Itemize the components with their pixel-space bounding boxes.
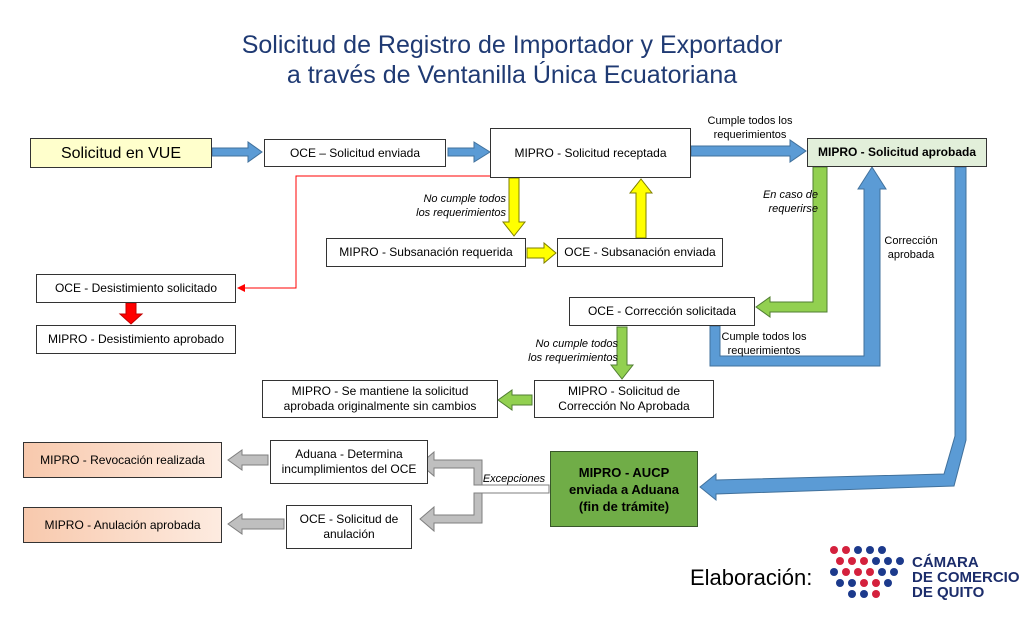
node-mipro-revocacion-realizada: MIPRO - Revocación realizada <box>23 442 222 478</box>
node-oce-desistimiento-solicitado: OCE - Desistimiento solicitado <box>36 274 236 303</box>
arrow-correccion-to-no-aprobada <box>609 326 635 380</box>
node-mipro-subsanacion-requerida: MIPRO - Subsanación requerida <box>326 238 526 267</box>
arrow-subsanacion-to-enviada <box>526 241 557 265</box>
label-cumple2-line1: Cumple todos los <box>721 331 807 343</box>
label-no-cumple-2: No cumple todos los requerimientos <box>512 337 618 365</box>
label-cumple-requerimientos-1: Cumple todos los requerimientos <box>700 114 800 142</box>
label-no-cumple2-line1: No cumple todos <box>535 338 618 350</box>
arrow-aucp-to-split <box>419 450 550 533</box>
label-no-cumple-1: No cumple todos los requerimientos <box>400 192 506 220</box>
node-mipro-aucp-line2: enviada a Aduana <box>568 481 680 497</box>
label-en-caso-line2: requerirse <box>768 203 818 215</box>
label-en-caso-line1: En caso de <box>762 189 818 201</box>
label-correccion-aprobada: Corrección aprobada <box>878 234 944 262</box>
node-mipro-correccion-no-aprobada-line2: Corrección No Aprobada <box>558 399 690 413</box>
label-en-caso-de-requerirse: En caso de requerirse <box>748 188 818 216</box>
arrow-vue-to-oce <box>211 141 263 163</box>
node-mipro-solicitud-aprobada: MIPRO - Solicitud aprobada <box>807 138 987 167</box>
label-cumple2-line2: requerimientos <box>727 345 801 357</box>
node-mipro-correccion-no-aprobada-line1: MIPRO - Solicitud de <box>567 384 681 398</box>
arrow-desistimiento-down <box>118 302 144 325</box>
label-no-cumple1-line2: los requerimientos <box>416 207 506 219</box>
arrow-oce-to-receptada <box>447 141 491 163</box>
node-oce-anulacion-line2: anulación <box>323 527 375 541</box>
node-mipro-correccion-no-aprobada: MIPRO - Solicitud de Corrección No Aprob… <box>534 380 714 418</box>
node-mipro-desistimiento-aprobado: MIPRO - Desistimiento aprobado <box>36 325 236 354</box>
arrow-receptada-to-desistimiento <box>237 175 490 292</box>
node-oce-solicitud-enviada: OCE – Solicitud enviada <box>264 139 446 167</box>
node-aduana-incumplimientos: Aduana - Determina incumplimientos del O… <box>270 440 428 484</box>
label-no-cumple1-line1: No cumple todos <box>423 193 506 205</box>
label-no-cumple2-line2: los requerimientos <box>528 352 618 364</box>
node-mipro-anulacion-aprobada: MIPRO - Anulación aprobada <box>23 507 222 543</box>
arrow-aduana-to-revocacion <box>227 449 269 471</box>
node-mipro-aucp-line3: (fin de trámite) <box>578 498 670 514</box>
label-correccion-aprobada-line1: Corrección <box>884 235 938 247</box>
diagram-title-line1: Solicitud de Registro de Importador y Ex… <box>241 31 783 59</box>
node-oce-correccion-solicitada: OCE - Corrección solicitada <box>569 297 755 326</box>
label-cumple1-line2: requerimientos <box>713 129 787 141</box>
node-mipro-mantiene-line2: aprobada originalmente sin cambios <box>283 399 477 413</box>
elaboracion-label: Elaboración: <box>690 565 813 590</box>
node-solicitud-vue: Solicitud en VUE <box>30 138 212 168</box>
label-cumple1-line1: Cumple todos los <box>707 115 793 127</box>
label-excepciones: Excepciones <box>482 473 546 485</box>
camara-logo-mark <box>830 546 904 598</box>
node-mipro-solicitud-receptada: MIPRO - Solicitud receptada <box>490 128 691 178</box>
arrow-aprobada-to-aucp <box>699 166 967 502</box>
node-aduana-line1: Aduana - Determina <box>295 447 403 461</box>
logo-camara-line2: DE COMERCIO <box>912 569 1020 586</box>
diagram-title-line2: a través de Ventanilla Única Ecuatoriana <box>286 61 738 89</box>
arrow-no-aprobada-to-mantiene <box>497 389 533 411</box>
label-cumple-requerimientos-2: Cumple todos los requerimientos <box>714 330 814 358</box>
arrow-aprobada-to-correccion <box>755 166 828 318</box>
node-mipro-mantiene-solicitud: MIPRO - Se mantiene la solicitud aprobad… <box>262 380 498 418</box>
node-aduana-line2: incumplimientos del OCE <box>281 462 417 476</box>
arrow-correccion-cumple-to-aprobada <box>709 166 887 367</box>
arrow-receptada-to-subsanacion <box>501 177 527 237</box>
label-correccion-aprobada-line2: aprobada <box>887 249 935 261</box>
arrow-enviada-to-receptada <box>628 178 654 239</box>
logo-camara-line1: CÁMARA <box>912 554 979 571</box>
node-mipro-aucp-line1: MIPRO - AUCP <box>578 464 670 480</box>
node-oce-subsanacion-enviada: OCE - Subsanación enviada <box>557 238 723 267</box>
node-oce-anulacion-line1: OCE - Solicitud de <box>299 512 399 526</box>
node-mipro-aucp: MIPRO - AUCP enviada a Aduana (fin de tr… <box>550 451 698 527</box>
node-oce-solicitud-anulacion: OCE - Solicitud de anulación <box>286 505 412 549</box>
node-mipro-mantiene-line1: MIPRO - Se mantiene la solicitud <box>291 384 469 398</box>
arrow-anulacion-to-aprobada <box>227 513 285 535</box>
logo-camara-line3: DE QUITO <box>912 584 985 601</box>
arrow-receptada-to-aprobada <box>690 139 807 163</box>
